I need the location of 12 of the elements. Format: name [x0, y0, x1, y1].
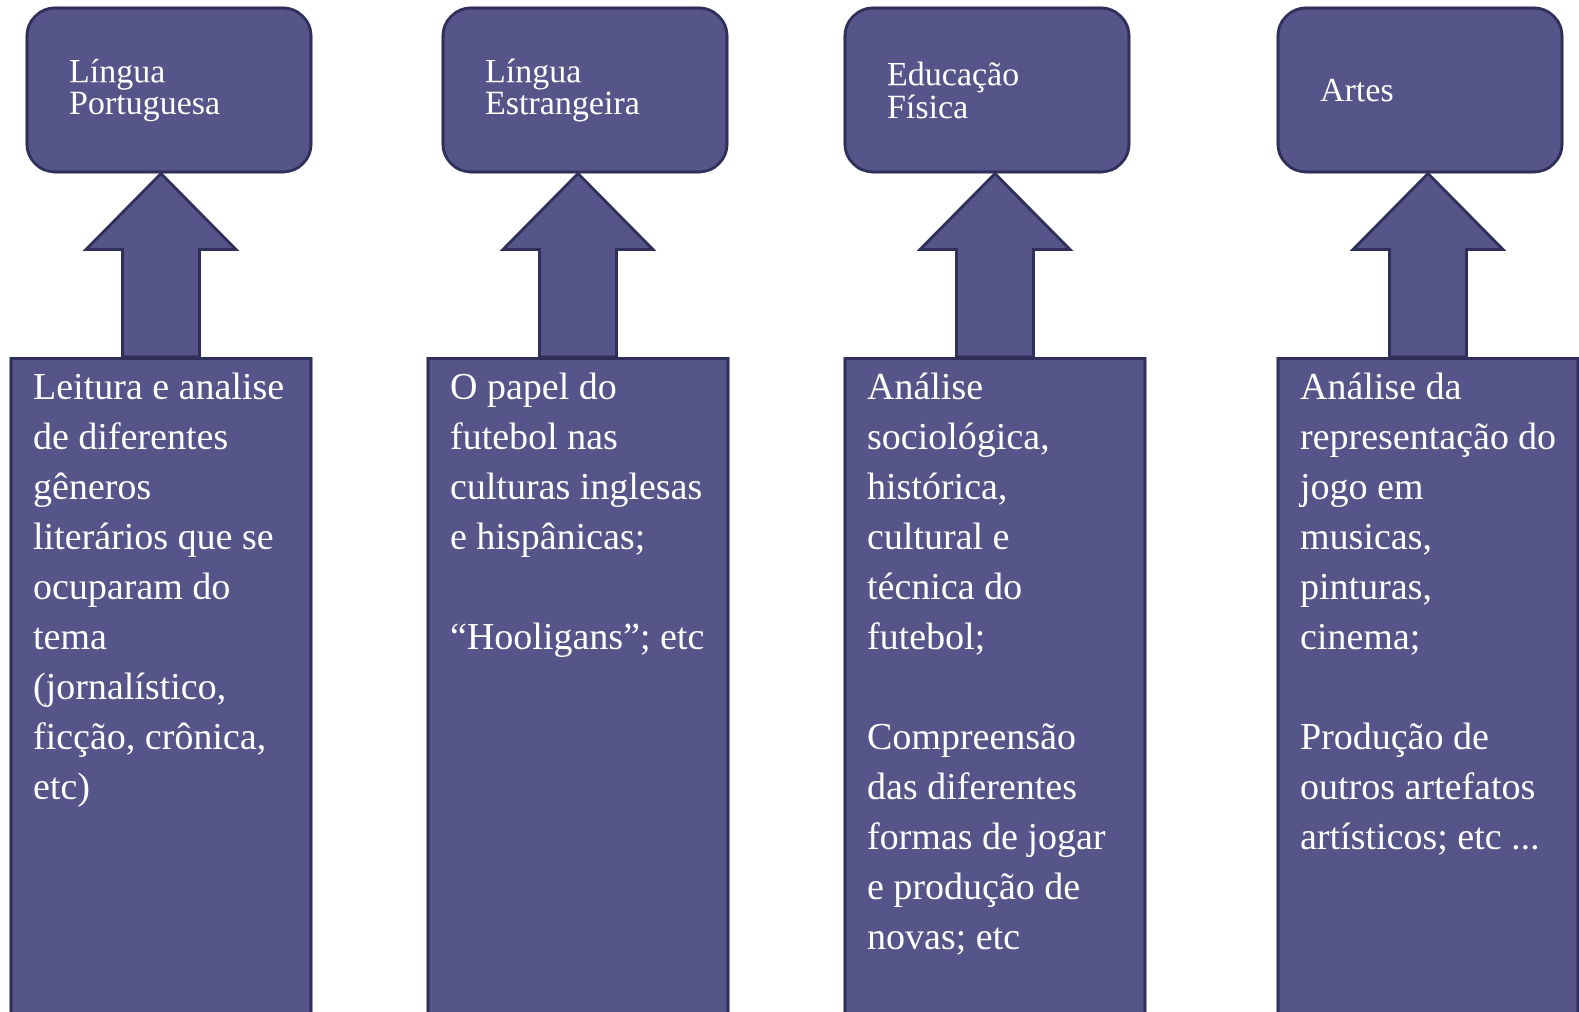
block-arrow — [499, 171, 657, 359]
content-box: O papel do futebol nas culturas inglesas e hispânicas; “Hooligans”; etc — [426, 357, 730, 1012]
content-box: Leitura e analise de diferentes gêneros literários que se ocuparam do tema (jornalístico, ficção, crônica, etc) — [9, 357, 313, 1012]
subject-box: Língua Portuguesa — [25, 6, 313, 174]
subject-box: Língua Estrangeira — [441, 6, 729, 174]
block-arrow — [1349, 171, 1507, 359]
content-box: Análise sociológica, histórica, cultural e técnica do futebol; Compreensão das diferentes formas de jogar e produção de novas; etc — [843, 357, 1147, 1012]
block-arrow — [916, 171, 1074, 359]
subject-box: Educação Física — [843, 6, 1131, 174]
subject-box: Artes — [1276, 6, 1564, 174]
content-box: Análise da representação do jogo em musicas, pinturas, cinema; Produção de outros artefatos artísticos; etc ... — [1276, 357, 1579, 1012]
block-arrow — [82, 171, 240, 359]
